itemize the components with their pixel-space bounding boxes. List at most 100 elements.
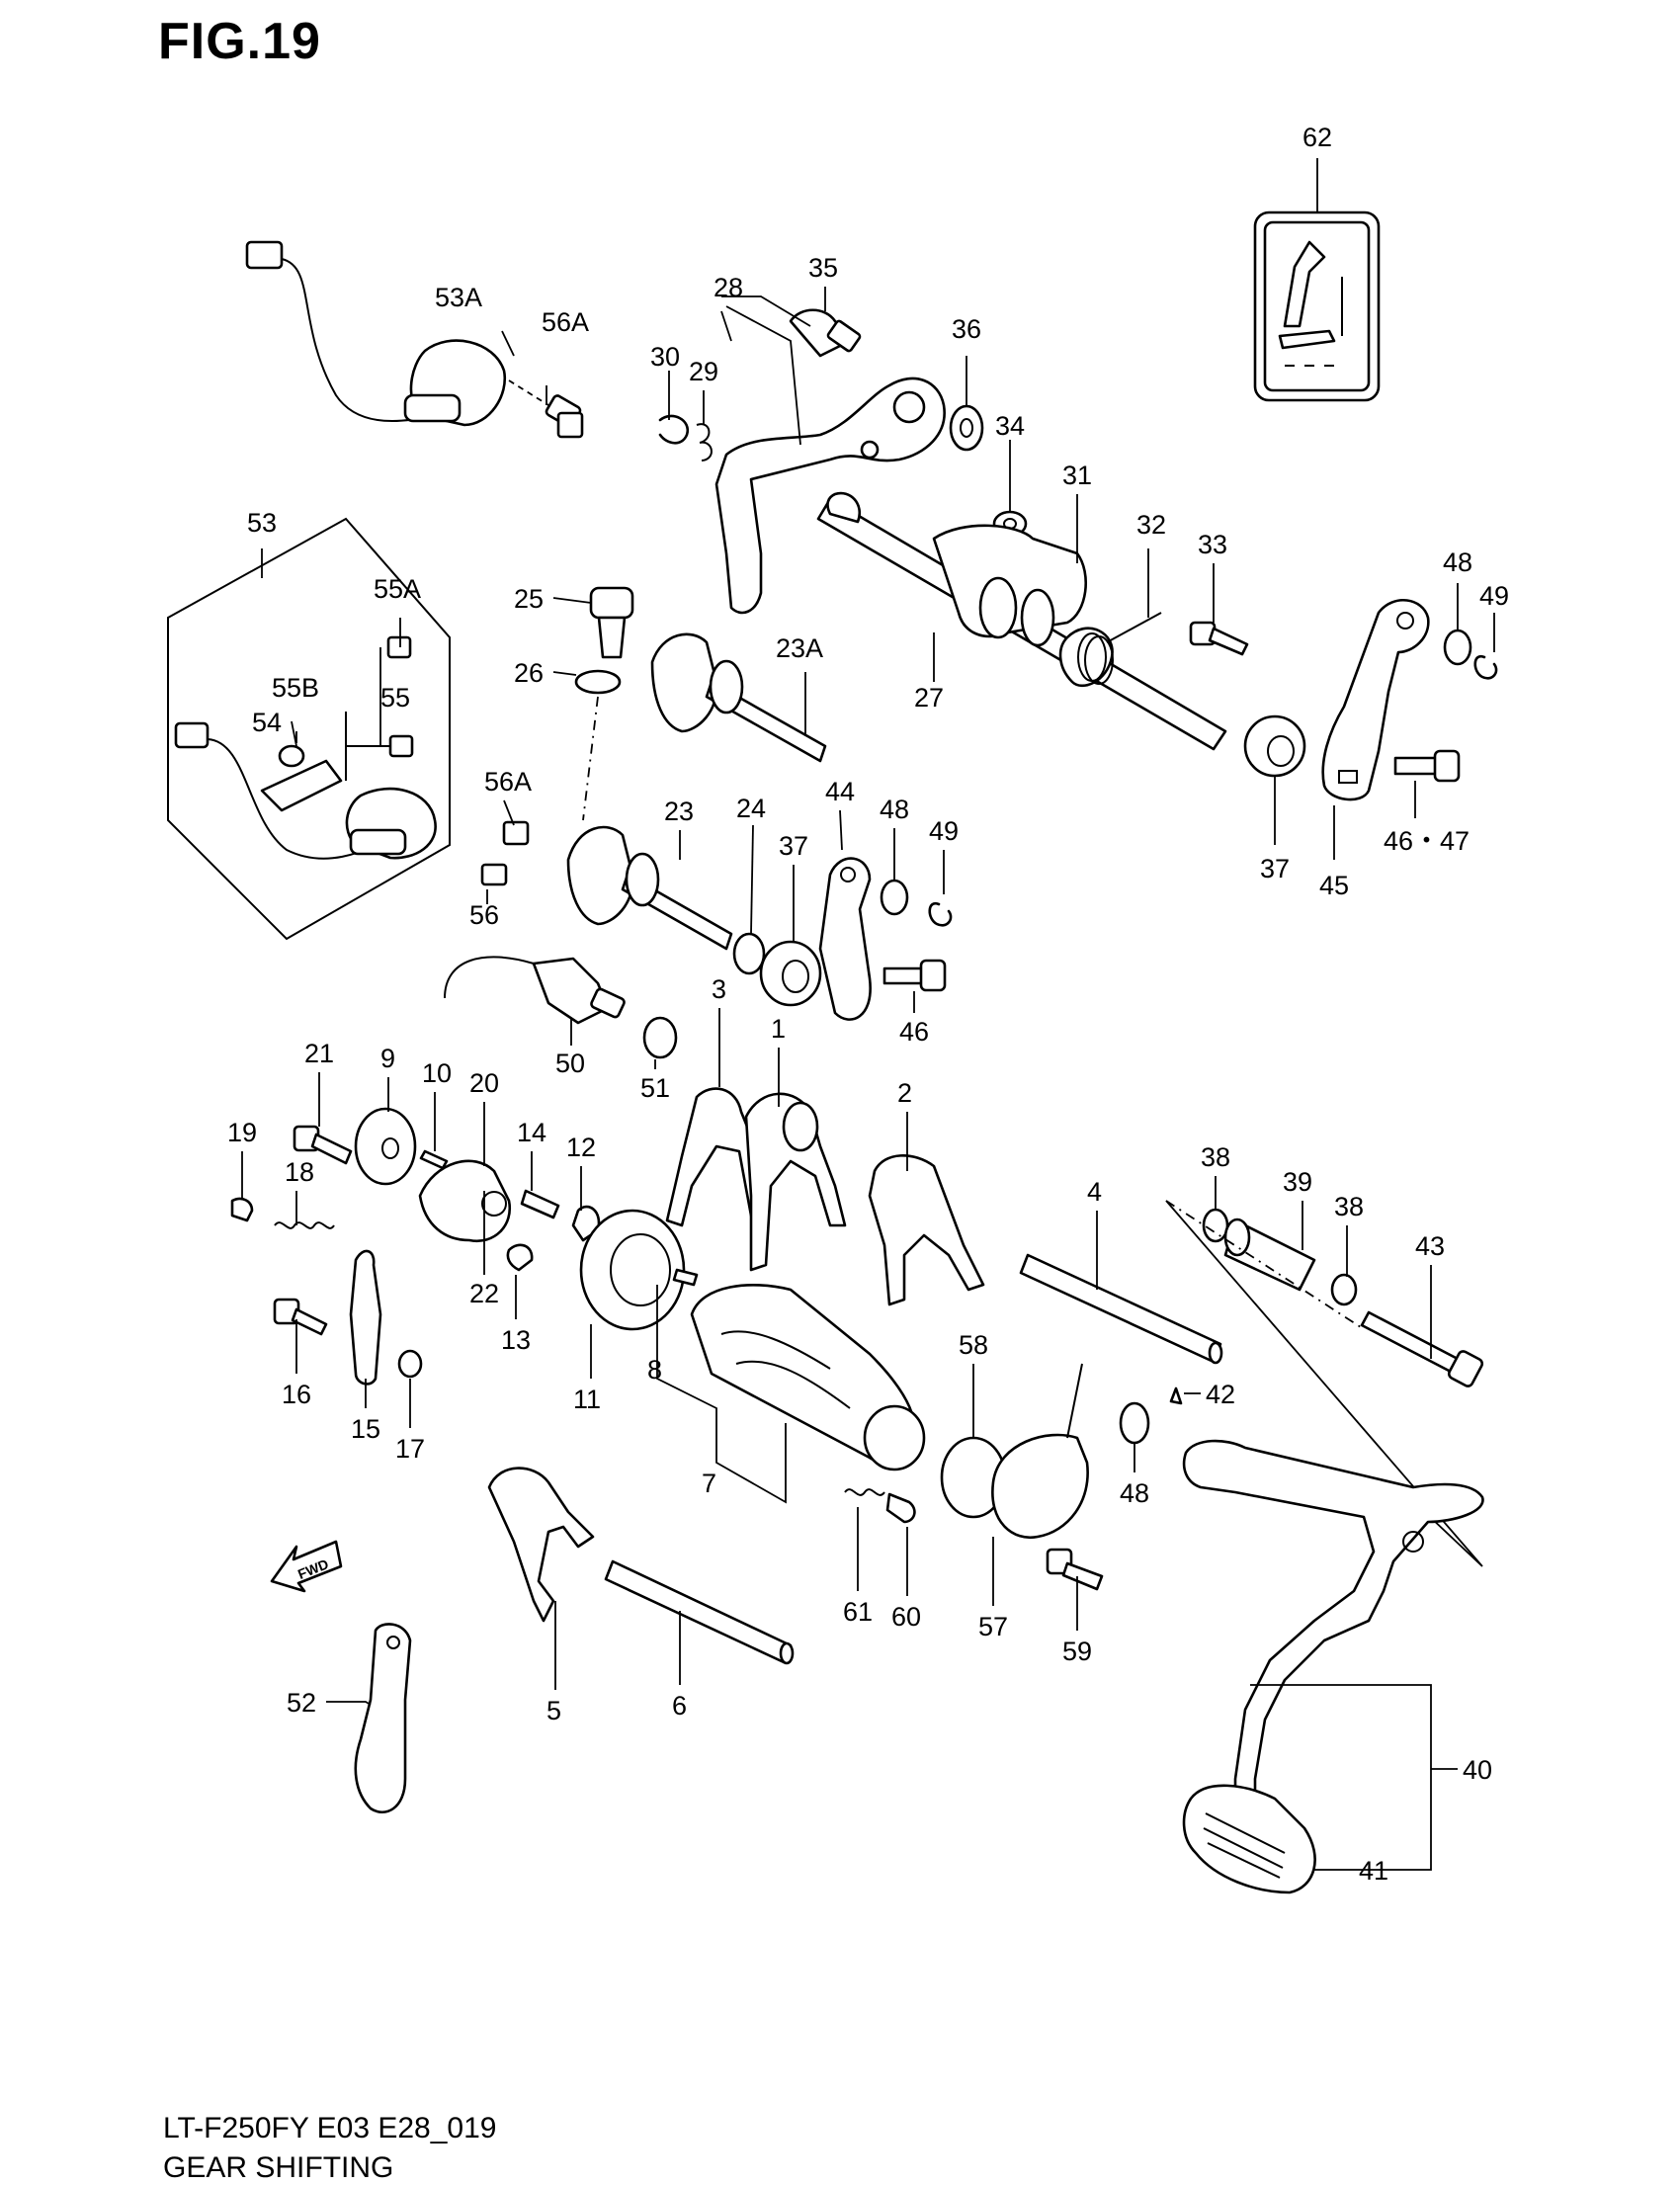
part-4-shaft: [1019, 1253, 1223, 1365]
callout-52: 52: [287, 1688, 316, 1718]
callout-60: 60: [891, 1602, 921, 1632]
part-38-oring-a: [1202, 1208, 1229, 1243]
part-23-shaft: [566, 825, 733, 951]
part-20-cam-gear: [418, 1159, 512, 1243]
part-53A-sensor: [245, 240, 507, 427]
part-36-washer: [949, 404, 984, 452]
callout-36: 36: [952, 314, 981, 344]
callout-6: 6: [672, 1691, 687, 1721]
part-1-shift-fork: [744, 1092, 847, 1272]
callout-49-top: 49: [1479, 581, 1509, 611]
callout-23A: 23A: [776, 633, 823, 663]
callout-34: 34: [995, 411, 1025, 441]
part-57-switch: [991, 1363, 1089, 1540]
callout-21: 21: [304, 1039, 334, 1068]
part-37-bearing-right: [1243, 714, 1306, 778]
callout-25: 25: [514, 584, 544, 614]
part-13-washer: [506, 1243, 534, 1272]
callout-55B: 55B: [272, 673, 319, 703]
callout-43: 43: [1415, 1231, 1445, 1261]
part-23A-shaft: [650, 632, 827, 763]
callout-59: 59: [1062, 1637, 1092, 1666]
part-40-gearshift-pedal: [1182, 1439, 1484, 1840]
part-37-bearing-mid: [759, 940, 822, 1007]
callout-22: 22: [469, 1279, 499, 1308]
callout-23: 23: [664, 797, 694, 826]
callout-41: 41: [1359, 1856, 1388, 1886]
part-14-bolt: [520, 1189, 560, 1219]
part-49-clip-top: [1473, 654, 1498, 680]
callout-57: 57: [978, 1612, 1008, 1641]
part-38-oring-b: [1330, 1273, 1358, 1306]
callout-54: 54: [252, 708, 282, 737]
callout-26: 26: [514, 658, 544, 688]
part-33-bolt: [1189, 621, 1249, 656]
callout-28: 28: [714, 273, 743, 302]
part-62-shift-label: [1253, 210, 1381, 402]
callout-10: 10: [422, 1058, 452, 1088]
part-11-bearing: [579, 1209, 686, 1331]
callout-55A: 55A: [374, 574, 421, 604]
diagram-title: GEAR SHIFTING: [163, 2151, 394, 2184]
callout-7: 7: [702, 1469, 716, 1498]
callout-61: 61: [843, 1597, 873, 1627]
callout-24: 24: [736, 794, 766, 823]
callout-46-47: 46・47: [1384, 826, 1470, 856]
callout-46: 46: [899, 1017, 929, 1047]
callout-49-mid: 49: [929, 816, 959, 846]
part-52-bracket: [354, 1623, 412, 1814]
part-46-47-bolt: [1393, 749, 1461, 783]
part-15-stopper-arm: [349, 1249, 382, 1386]
callout-56A-mid: 56A: [484, 767, 532, 797]
part-55-bolt: [388, 734, 414, 758]
part-24-washer: [732, 932, 766, 975]
callout-19: 19: [227, 1118, 257, 1147]
callout-48-low: 48: [1120, 1478, 1149, 1508]
callout-62: 62: [1302, 123, 1332, 152]
part-17-washer: [397, 1349, 423, 1379]
callout-9: 9: [380, 1044, 395, 1073]
callout-48-mid: 48: [880, 795, 909, 824]
callout-37-right: 37: [1260, 854, 1290, 883]
callout-35: 35: [808, 253, 838, 283]
callout-4: 4: [1087, 1177, 1102, 1207]
fwd-arrow-icon: FWD: [270, 1540, 343, 1593]
part-61-spring: [844, 1488, 885, 1496]
callout-16: 16: [282, 1380, 311, 1409]
callout-42: 42: [1206, 1380, 1235, 1409]
callout-29: 29: [689, 357, 718, 386]
part-30-clip: [658, 414, 690, 445]
callout-56: 56: [469, 900, 499, 930]
callout-58: 58: [959, 1330, 988, 1360]
callout-1: 1: [771, 1014, 786, 1044]
part-35-pin: [789, 308, 862, 358]
part-51-oring: [642, 1016, 678, 1059]
callout-27: 27: [914, 683, 944, 713]
callout-18: 18: [285, 1157, 314, 1187]
part-18-spring: [274, 1221, 335, 1229]
part-45-lever: [1321, 598, 1430, 801]
callout-12: 12: [566, 1133, 596, 1162]
callout-11: 11: [573, 1385, 601, 1414]
callout-45: 45: [1319, 871, 1349, 900]
callout-53A: 53A: [435, 283, 482, 312]
part-60-pin: [885, 1492, 916, 1524]
callout-44: 44: [825, 777, 855, 806]
part-21-bolt: [293, 1125, 353, 1165]
callout-38-b: 38: [1334, 1192, 1364, 1221]
part-25-plug: [589, 586, 634, 659]
part-41-pedal-rubber: [1182, 1784, 1316, 1894]
callout-20: 20: [469, 1068, 499, 1098]
callout-31: 31: [1062, 461, 1092, 490]
callout-15: 15: [351, 1414, 380, 1444]
part-8-pin: [672, 1268, 699, 1287]
part-54-washer: [278, 744, 305, 768]
callout-56A-top: 56A: [542, 307, 589, 337]
part-2-shift-fork: [868, 1154, 985, 1306]
callout-14: 14: [517, 1118, 546, 1147]
figure-title: FIG.19: [158, 13, 321, 70]
callout-33: 33: [1198, 530, 1227, 559]
part-55A-bolt: [386, 635, 412, 659]
diagram-code: LT-F250FY E03 E28_019: [163, 2112, 497, 2144]
part-43-bolt: [1360, 1310, 1484, 1387]
